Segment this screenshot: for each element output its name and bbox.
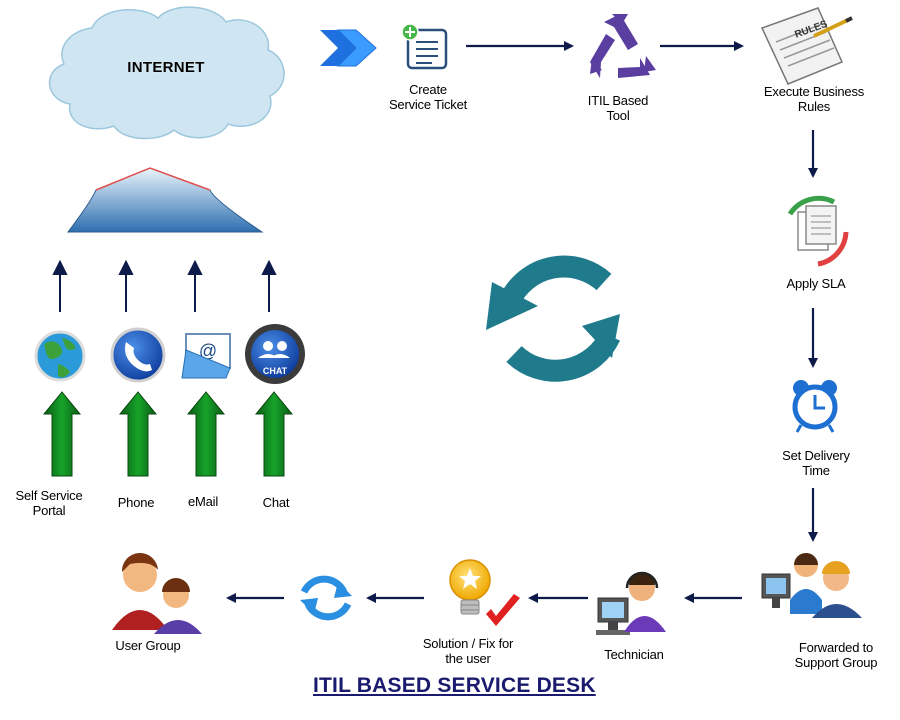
cycle-arrows-icon: [486, 255, 620, 382]
chat-icon: [245, 324, 305, 384]
internet-cloud: [48, 6, 285, 140]
chevron-icon: [320, 29, 377, 67]
rules-sheet-icon: [760, 7, 853, 85]
chat-badge-label: CHAT: [263, 366, 288, 376]
internet-label: INTERNET: [127, 59, 205, 76]
user-group-icon: [112, 552, 202, 634]
green-up-arrows: [42, 391, 294, 477]
channel-label-email: eMail: [187, 494, 219, 509]
flow-arrows: [226, 41, 818, 603]
itil-tool-label: ITIL Based Tool: [587, 93, 649, 123]
refresh-icon: [300, 575, 352, 621]
globe-icon: [34, 330, 86, 382]
ticket-icon: [401, 23, 448, 70]
support-group-label: Forwarded to Support Group: [794, 640, 878, 670]
business-rules-label: Execute Business Rules: [763, 84, 865, 114]
channel-label-phone: Phone: [117, 495, 155, 510]
merge-up-arrow: [67, 167, 264, 233]
solution-label: Solution / Fix for the user: [422, 636, 514, 666]
support-group-icon: [761, 553, 862, 618]
delivery-time-label: Set Delivery Time: [782, 448, 850, 478]
phone-icon: [110, 327, 166, 383]
channel-label-portal: Self Service Portal: [15, 488, 83, 518]
apply-sla-label: Apply SLA: [786, 276, 846, 291]
email-icon: @: [181, 333, 231, 379]
channel-label-chat: Chat: [262, 495, 290, 510]
technician-label: Technician: [604, 647, 664, 662]
svg-text:@: @: [199, 341, 217, 361]
technician-icon: [596, 571, 666, 635]
create-ticket-label: Create Service Ticket: [388, 82, 468, 112]
user-group-label: User Group: [115, 638, 181, 653]
alarm-clock-icon: [792, 380, 838, 433]
thin-up-arrows: [52, 259, 277, 312]
page-title: ITIL BASED SERVICE DESK: [313, 674, 596, 697]
lightbulb-icon: [449, 559, 491, 615]
sla-document-icon: [787, 195, 849, 267]
recycle-icon: [590, 14, 656, 78]
checkmark-icon: [486, 594, 520, 626]
